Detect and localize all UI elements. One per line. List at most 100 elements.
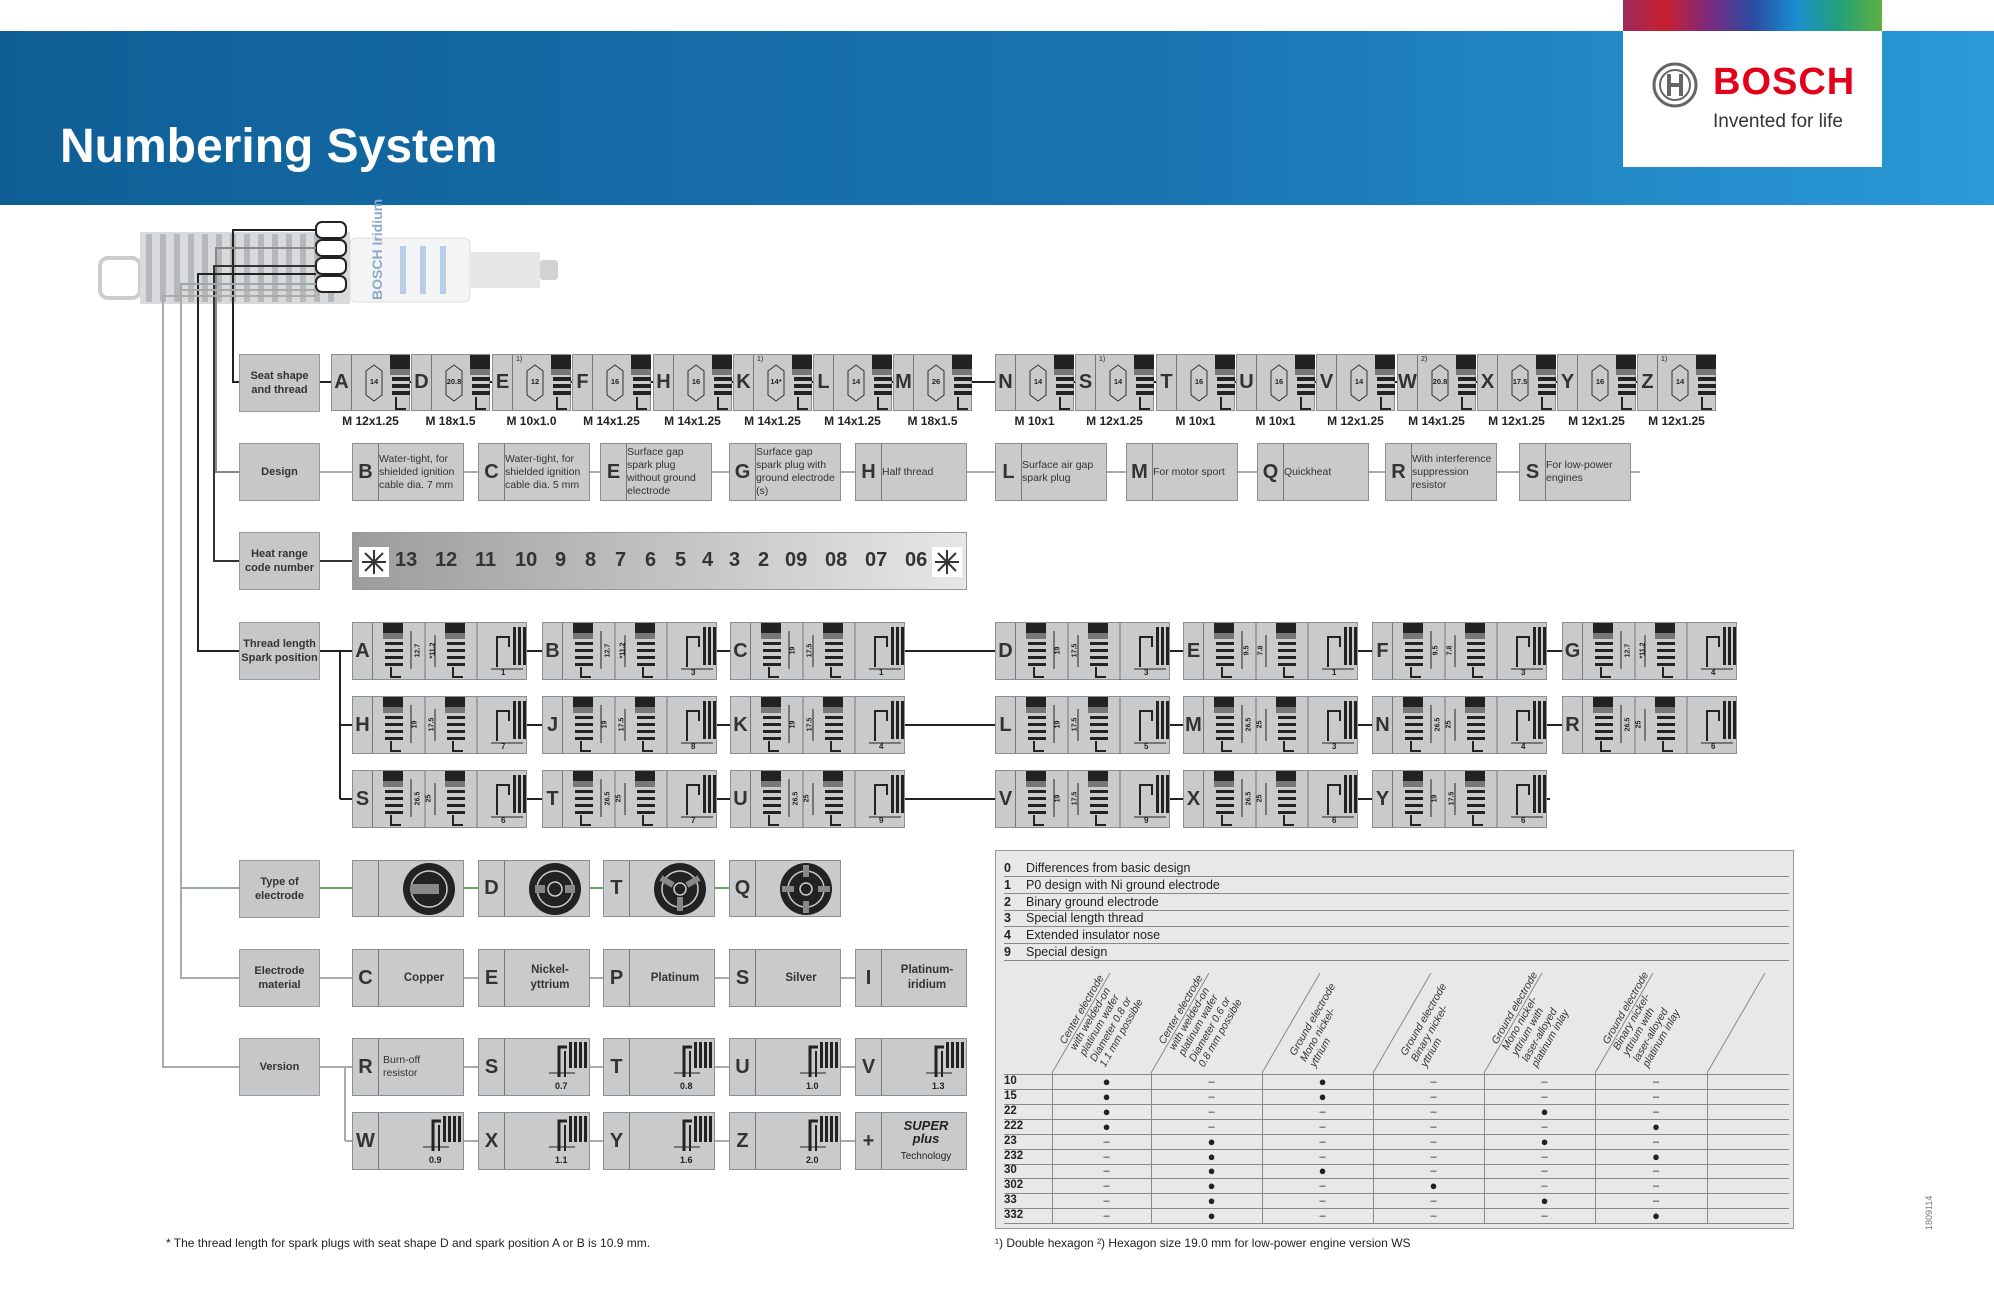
table-cell: – — [1652, 1105, 1660, 1118]
electrode-type-code: T — [604, 861, 630, 916]
design-code: C — [479, 444, 505, 500]
thread-size: M 12x1.25 — [1488, 414, 1545, 428]
thread-size: M 14x1.25 — [664, 414, 721, 428]
table-cell: ● — [1652, 1208, 1660, 1224]
footnote-hexagon: ¹) Double hexagon ²) Hexagon size 19.0 m… — [995, 1236, 1411, 1250]
row-code: 302 — [1004, 1179, 1024, 1192]
super-plus-technology: Technology — [900, 1151, 952, 1162]
column-divider — [1595, 1073, 1596, 1224]
row-code: 15 — [1004, 1089, 1017, 1102]
material-code: I — [856, 950, 882, 1006]
table-cell: ● — [1540, 1103, 1549, 1119]
thread-code: F — [1373, 623, 1393, 679]
design-description: Water-tight, for shielded ignition cable… — [505, 452, 581, 491]
thread-length-diagram — [573, 623, 716, 680]
spark-position: 6 — [501, 816, 506, 825]
row-code: 23 — [1004, 1134, 1017, 1147]
seat-code: T — [1157, 355, 1177, 410]
table-cell: – — [1652, 1195, 1660, 1208]
thread-size: M 10x1 — [1175, 414, 1216, 428]
bosch-armature-icon — [1652, 62, 1698, 108]
seat-code: N — [996, 355, 1016, 410]
thread-length-alt: 17.5 — [1071, 717, 1079, 732]
thread-length-value: 9.5 — [1243, 645, 1251, 656]
column-divider — [1484, 1073, 1485, 1224]
thread-size: M 12x1.25 — [342, 414, 399, 428]
thread-length-diagram — [761, 697, 904, 754]
heat-range-code: 8 — [585, 549, 597, 571]
material-name: Platinum- iridium — [900, 964, 954, 991]
table-cell: – — [1103, 1135, 1110, 1148]
spark-position: 1 — [1332, 668, 1337, 677]
electrode-type-code: D — [479, 861, 505, 916]
thread-size: M 10x1 — [1255, 414, 1296, 428]
thread-code: D — [996, 623, 1016, 679]
table-cell: – — [1430, 1105, 1437, 1118]
asterisk-icon — [932, 547, 962, 577]
seat-code: F — [573, 355, 593, 410]
spark-position: 3 — [1332, 742, 1337, 751]
electrode-gap-diagram — [674, 1116, 712, 1151]
hex-size: 14 — [851, 377, 861, 386]
thread-length-value: 12.7 — [1624, 643, 1632, 658]
row-code: 10 — [1004, 1075, 1017, 1087]
thread-length-diagram — [573, 771, 716, 828]
table-cell: – — [1652, 1180, 1660, 1193]
thread-length-alt: 25 — [803, 794, 811, 803]
hex-size: 26 — [931, 377, 941, 386]
thread-length-value: 9.5 — [1432, 645, 1440, 656]
heat-range-label: Heat range code number — [239, 532, 320, 590]
column-divider — [1262, 1073, 1263, 1224]
seat-code: H — [654, 355, 674, 410]
design-code: E — [601, 444, 627, 500]
electrode-gap-diagram — [674, 1042, 712, 1077]
version-code: T — [604, 1039, 630, 1095]
seat-footnote-marker: 1) — [757, 356, 764, 363]
seat-hexagon-diagram — [1190, 355, 1235, 410]
table-row: 332–●–––● — [1004, 1208, 1789, 1225]
table-cell: – — [1652, 1076, 1660, 1088]
thread-length-value: 19 — [1054, 794, 1062, 803]
seat-hexagon-diagram — [687, 355, 732, 410]
material-code: E — [479, 950, 505, 1006]
legend-key: 4 — [1004, 928, 1011, 943]
table-cell: – — [1541, 1120, 1548, 1133]
table-row: 302–●–●–– — [1004, 1179, 1789, 1195]
table-cell: – — [1430, 1150, 1437, 1163]
heat-range-code: 11 — [475, 549, 497, 571]
thread-length-value: 12.7 — [604, 643, 612, 658]
legend-text: Differences from basic design — [1026, 861, 1191, 875]
thread-length-diagram — [761, 771, 904, 828]
thread-length-diagram — [1593, 623, 1736, 680]
thread-length-diagram — [1593, 697, 1736, 754]
thread-size: M 10x1 — [1014, 414, 1055, 428]
version-code: S — [479, 1039, 505, 1095]
thread-size: M 18x1.5 — [425, 414, 476, 428]
thread-length-value: 26.5 — [1245, 791, 1253, 806]
spark-position: 6 — [1711, 742, 1716, 751]
design-code: L — [996, 444, 1022, 500]
design-description: Surface air gap spark plug — [1022, 459, 1094, 484]
thread-length-diagram — [383, 771, 526, 828]
legend-key: 1 — [1004, 877, 1011, 892]
table-cell: – — [1541, 1076, 1548, 1088]
design-description: Surface gap spark plug with ground elect… — [756, 446, 835, 497]
table-cell: – — [1103, 1150, 1110, 1163]
table-cell: ● — [1207, 1148, 1216, 1164]
seat-hexagon-diagram — [1431, 355, 1476, 410]
design-code: B — [353, 444, 379, 500]
plug-lettering: BOSCH Iridium — [369, 199, 385, 300]
